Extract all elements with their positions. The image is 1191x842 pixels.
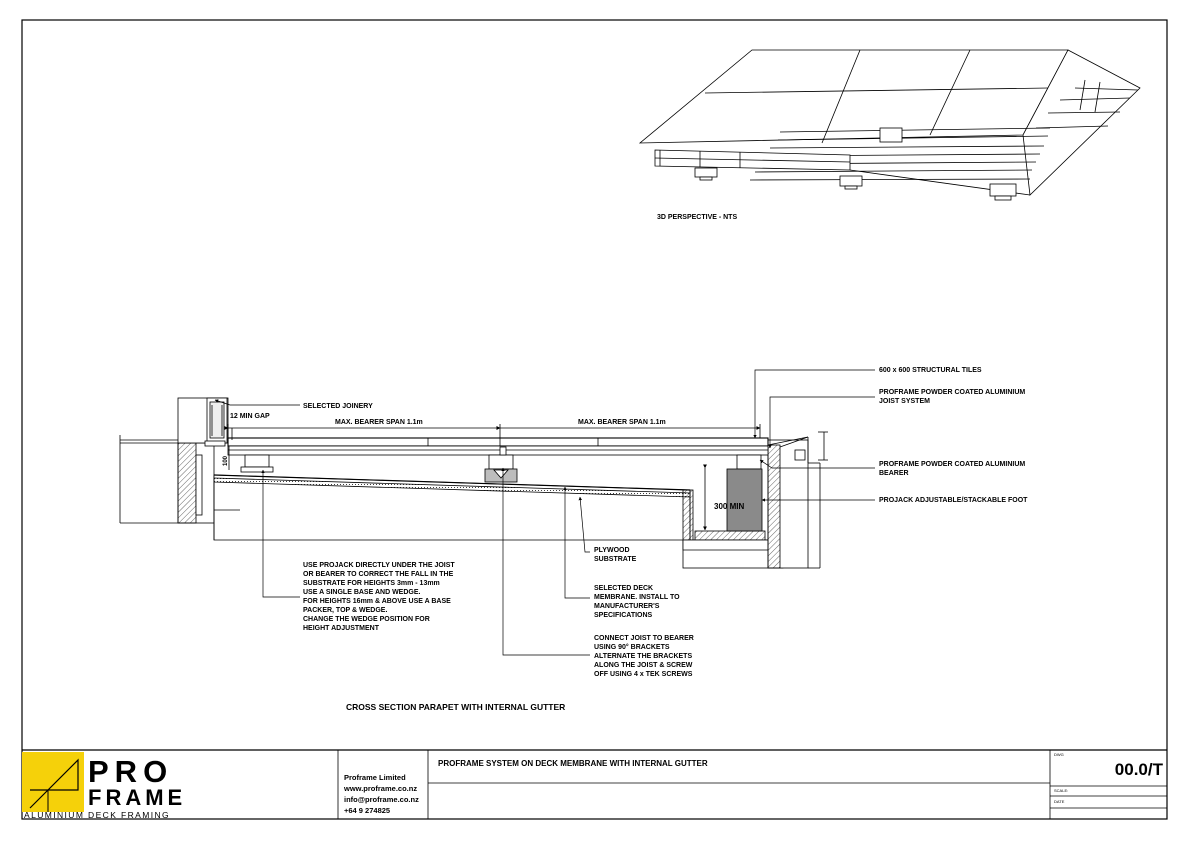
- drawing-number: 00.0/T: [1115, 760, 1164, 779]
- label-bearer: PROFRAME POWDER COATED ALUMINIUM BEARER: [879, 461, 1027, 477]
- sheet-border: [21, 19, 1168, 820]
- drawing-title: PROFRAME SYSTEM ON DECK MEMBRANE WITH IN…: [438, 759, 708, 768]
- min-height-dimension: 300 MIN: [714, 502, 744, 511]
- label-connect: CONNECT JOIST TO BEARER USING 90° BRACKE…: [594, 635, 696, 678]
- logo-bottom-text: FRAME: [88, 785, 186, 810]
- label-plywood: PLYWOOD SUBSTRATE: [594, 547, 637, 563]
- logo-tagline: ALUMINIUM DECK FRAMING: [24, 810, 170, 820]
- bearer-span-right: MAX. BEARER SPAN 1.1m: [578, 419, 666, 426]
- logo-top-text: PRO: [88, 754, 173, 789]
- label-joist: PROFRAME POWDER COATED ALUMINIUM JOIST S…: [879, 389, 1027, 405]
- label-tiles: 600 x 600 STRUCTURAL TILES: [879, 367, 982, 374]
- logo-yellow-block: [22, 752, 84, 812]
- proframe-logo: PRO FRAME ALUMINIUM DECK FRAMING: [22, 752, 186, 820]
- field-date-label: DATE: [1054, 799, 1065, 804]
- email: info@proframe.co.nz: [344, 795, 419, 804]
- field-scale-label: SCALE:: [1054, 788, 1068, 793]
- perspective-view: [638, 49, 1141, 201]
- bearer-span-left: MAX. BEARER SPAN 1.1m: [335, 419, 423, 426]
- perspective-caption: 3D PERSPECTIVE - NTS: [657, 214, 737, 221]
- logo-mark: [29, 758, 79, 809]
- company-name: Proframe Limited: [344, 773, 406, 782]
- cross-section: [119, 397, 828, 569]
- leader-lines: [214, 369, 875, 656]
- label-projack: PROJACK ADJUSTABLE/STACKABLE FOOT: [879, 497, 1028, 504]
- label-membrane: SELECTED DECK MEMBRANE. INSTALL TO MANUF…: [594, 585, 682, 619]
- label-projack-use: USE PROJACK DIRECTLY UNDER THE JOIST OR …: [303, 562, 457, 632]
- contact-info: Proframe Limited www.proframe.co.nz info…: [343, 773, 421, 815]
- website: www.proframe.co.nz: [343, 784, 417, 793]
- title-block: [22, 749, 1167, 819]
- field-drawing-number-label: DWG: [1054, 752, 1064, 757]
- label-joinery: SELECTED JOINERY: [303, 403, 373, 410]
- small-vertical-dimension: 100: [223, 455, 229, 466]
- gap-dimension: 12 MIN GAP: [230, 413, 270, 420]
- section-title: CROSS SECTION PARAPET WITH INTERNAL GUTT…: [346, 702, 565, 712]
- phone: +64 9 274825: [344, 806, 390, 815]
